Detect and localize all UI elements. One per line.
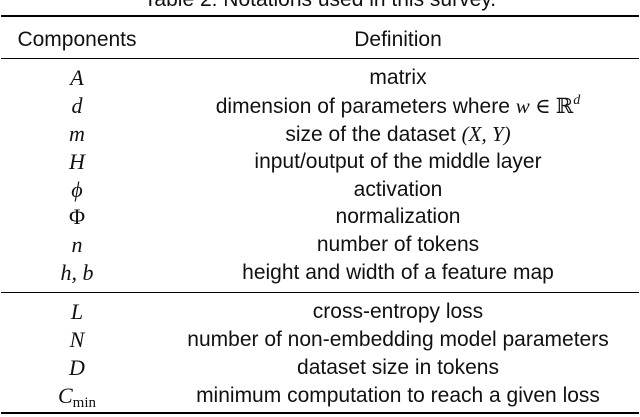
row-symbol: ϕ [71, 177, 83, 202]
table-bottom-rule [1, 412, 639, 414]
row-definition: dimension of parameters where w ∈ ℝd [158, 92, 638, 120]
math-superscript: d [573, 93, 581, 108]
row-symbol: Cmin [0, 382, 154, 411]
row-symbol: D [69, 355, 85, 380]
row-symbol: d [71, 93, 83, 118]
symbol-subscript: min [72, 395, 97, 411]
row-definition-text: size of the dataset [285, 123, 462, 146]
row-definition: dataset size in tokens [297, 356, 499, 379]
table-header-rule [1, 58, 639, 59]
table-top-rule [1, 15, 639, 17]
row-symbol: m [69, 121, 85, 146]
row-symbol: N [69, 327, 85, 352]
row-definition: cross-entropy loss [312, 300, 484, 323]
math-dataset: (X, Y) [461, 122, 511, 146]
row-definition: activation [353, 178, 443, 201]
row-definition: matrix [369, 66, 427, 89]
row-definition: size of the dataset (X, Y) [158, 120, 638, 148]
row-definition: number of tokens [316, 233, 480, 256]
row-symbol: Φ [68, 204, 86, 229]
row-definition: minimum computation to reach a given los… [196, 384, 600, 407]
row-symbol: H [69, 149, 85, 174]
row-definition: input/output of the middle layer [254, 150, 542, 173]
row-symbol: L [70, 299, 84, 324]
row-definition: number of non-embedding model parameters [187, 328, 609, 351]
row-definition-text: dimension of parameters where [215, 95, 516, 118]
row-definition: height and width of a feature map [242, 261, 554, 284]
symbol-base: C [57, 383, 73, 408]
column-header-components: Components [17, 28, 137, 51]
table-group-rule [1, 292, 639, 293]
row-symbol: h, b [60, 260, 94, 285]
math-w: w [515, 94, 530, 118]
row-symbol: A [70, 65, 84, 90]
table-caption: Table 2: Notations used in this survey. [0, 0, 640, 14]
math-in-reals: ∈ ℝ [529, 94, 574, 118]
column-header-definition: Definition [354, 28, 442, 51]
row-symbol: n [71, 232, 83, 257]
row-definition: normalization [335, 205, 461, 228]
